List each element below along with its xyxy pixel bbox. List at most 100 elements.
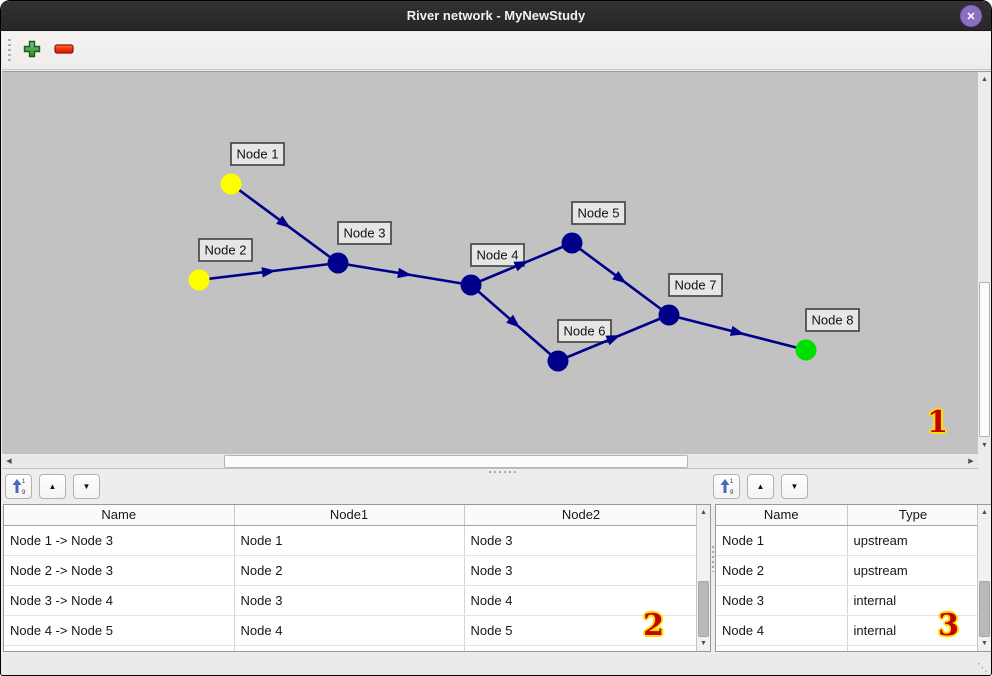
scrollbar-thumb[interactable] [979,581,990,637]
panel-splitter[interactable] [2,469,991,475]
nodes-table-vscrollbar[interactable]: ▲ ▼ [977,505,991,651]
table-cell: Node 4 [234,615,465,646]
edge-arrowhead-icon [513,261,529,272]
canvas-vscrollbar[interactable]: ▲ ▼ [977,71,991,453]
column-header-name[interactable]: Name [4,505,235,526]
table-cell: Node 2 [716,555,848,586]
node-label: Node 8 [805,308,860,332]
svg-text:Node 1: Node 1 [237,147,279,162]
nodes-table-header-row: Name Type [716,505,980,526]
river-node[interactable] [795,339,817,361]
svg-text:1: 1 [22,479,26,485]
table-cell: upstream [847,525,980,556]
down-arrow-icon: ▼ [82,482,91,491]
table-cell: Node 3 [716,585,848,616]
status-bar: ⋱ [2,654,991,675]
links-toolbar: 1 9 ▲ ▼ [5,474,100,499]
table-empty-row [4,645,699,651]
node-label: Node 7 [668,273,723,297]
scroll-up-icon[interactable]: ▲ [981,509,988,516]
canvas-hscrollbar[interactable]: ◀ ▶ [2,453,978,469]
edge-arrowhead-icon [276,215,291,228]
svg-text:Node 5: Node 5 [578,206,620,221]
table-cell: Node 4 [716,615,848,646]
scroll-left-icon[interactable]: ◀ [6,458,12,465]
column-header-node1[interactable]: Node1 [234,505,465,526]
column-header-node2[interactable]: Node2 [464,505,699,526]
table-empty-row [716,645,980,651]
titlebar[interactable]: River network - MyNewStudy ✕ [1,1,991,31]
move-up-button[interactable]: ▲ [747,474,774,499]
move-down-button[interactable]: ▼ [781,474,808,499]
scroll-up-icon[interactable]: ▲ [700,509,707,516]
close-icon: ✕ [966,10,976,23]
svg-text:9: 9 [730,490,734,495]
edge-arrowhead-icon [397,267,412,279]
sort-button[interactable]: 1 9 [713,474,740,499]
remove-button[interactable] [51,38,77,64]
scroll-down-icon[interactable]: ▼ [981,640,988,647]
river-node[interactable] [658,304,680,326]
sort-ascending-icon: 1 9 [719,477,735,497]
scroll-right-icon[interactable]: ▶ [968,458,974,465]
toolbar-drag-handle[interactable] [8,38,11,63]
scroll-down-icon[interactable]: ▼ [700,640,707,647]
edge-arrowhead-icon [612,270,627,284]
scrollbar-thumb[interactable] [698,581,709,637]
river-node[interactable] [327,252,349,274]
move-down-button[interactable]: ▼ [73,474,100,499]
sort-ascending-icon: 1 9 [11,477,27,497]
table-splitter-handle[interactable] [712,546,714,572]
resize-grip-icon[interactable]: ⋱ [977,662,988,674]
splitter-handle-icon [489,471,519,473]
node-label: Node 3 [337,221,392,245]
edge-arrowhead-icon [605,335,621,346]
links-table-vscrollbar[interactable]: ▲ ▼ [696,505,710,651]
move-up-button[interactable]: ▲ [39,474,66,499]
edge-arrowhead-icon [261,267,276,278]
river-node[interactable] [460,274,482,296]
plus-icon [23,40,41,61]
close-button[interactable]: ✕ [960,5,982,27]
up-arrow-icon: ▲ [756,482,765,491]
svg-text:Node 8: Node 8 [812,313,854,328]
scroll-up-icon[interactable]: ▲ [981,76,988,83]
add-button[interactable] [19,38,45,64]
svg-text:1: 1 [730,479,734,485]
node-label: Node 6 [557,319,612,343]
scroll-down-icon[interactable]: ▼ [981,442,988,449]
table-cell: Node 2 -> Node 3 [4,555,235,586]
main-toolbar [2,32,991,70]
scrollbar-thumb[interactable] [224,455,688,468]
scrollbar-thumb[interactable] [979,282,990,437]
node-label: Node 1 [230,142,285,166]
river-node[interactable] [188,269,210,291]
column-header-name[interactable]: Name [716,505,848,526]
edge-arrowhead-icon [729,325,745,336]
up-arrow-icon: ▲ [48,482,57,491]
sort-button[interactable]: 1 9 [5,474,32,499]
river-node[interactable] [547,350,569,372]
river-node[interactable] [561,232,583,254]
svg-text:9: 9 [22,490,26,495]
table-cell: Node 1 -> Node 3 [4,525,235,556]
table-cell: Node 3 [234,585,465,616]
nodes-toolbar: 1 9 ▲ ▼ [713,474,808,499]
svg-text:Node 2: Node 2 [205,243,247,258]
column-header-type[interactable]: Type [847,505,980,526]
table-cell: Node 3 [464,555,699,586]
river-node[interactable] [220,173,242,195]
